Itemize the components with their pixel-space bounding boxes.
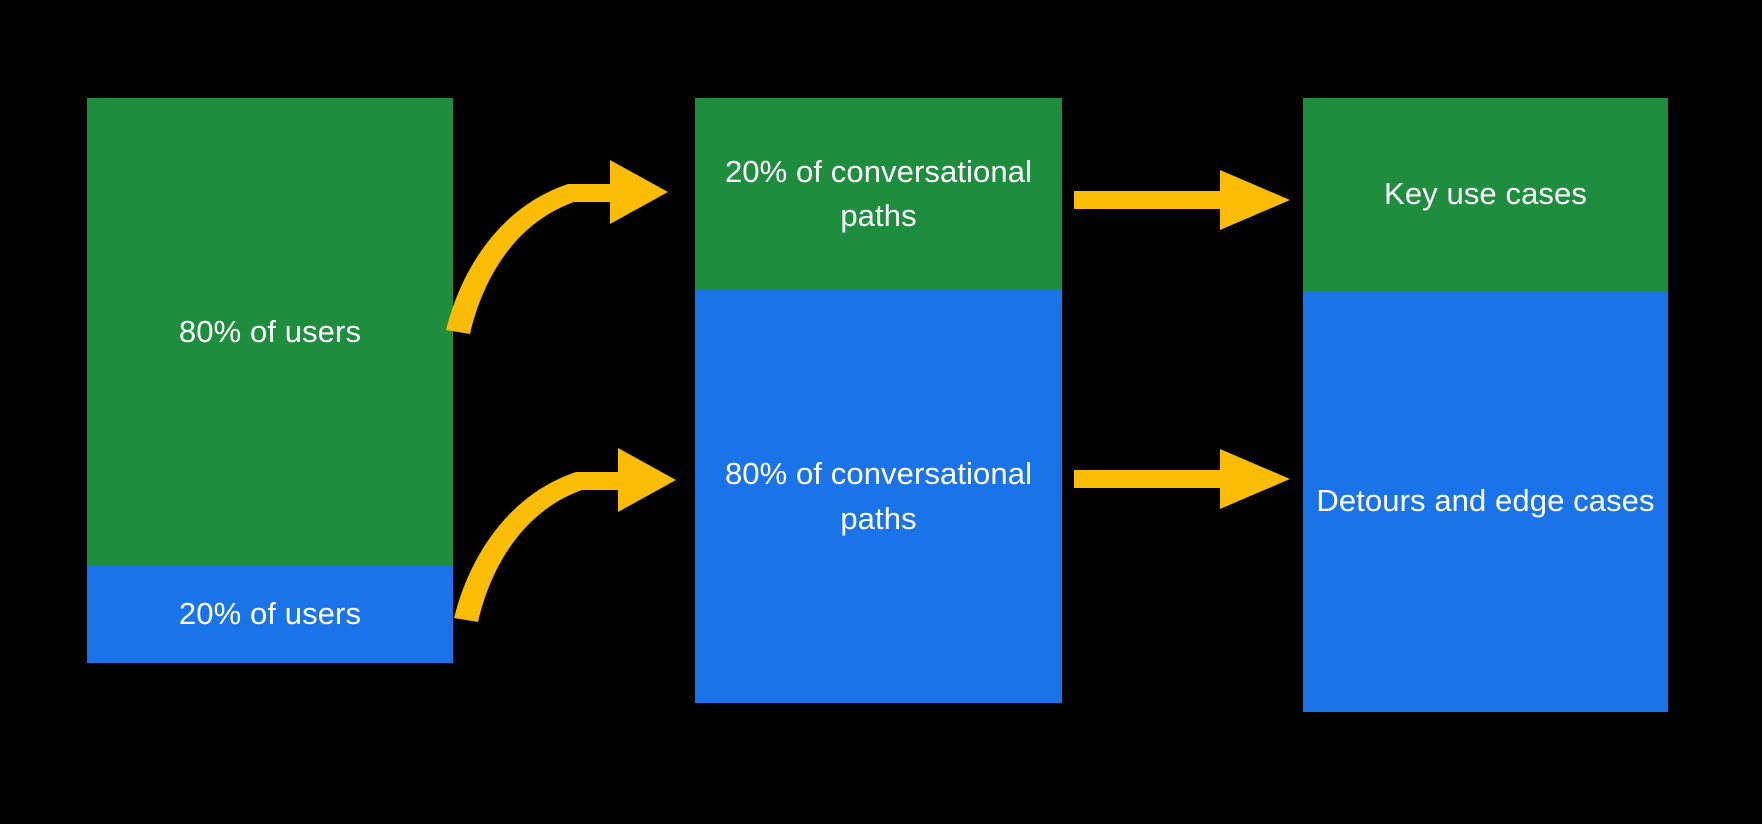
column-conversational-paths: 20% of conversational paths 80% of conve…: [695, 98, 1062, 703]
segment-label: Detours and edge cases: [1316, 483, 1655, 519]
segment-paths-majority: 80% of conversational paths: [695, 290, 1062, 703]
segment-label: 20% of conversational paths: [724, 153, 1033, 233]
segment-label: 80% of users: [178, 313, 362, 349]
column-outcomes: Key use cases Detours and edge cases: [1303, 98, 1668, 712]
segment-label: Key use cases: [1384, 176, 1587, 212]
straight-arrow-right-icon: [1074, 170, 1290, 230]
column-users: 80% of users 20% of users: [87, 98, 453, 663]
straight-arrow-right-icon: [1074, 449, 1290, 509]
curved-arrow-right-icon: [446, 160, 668, 334]
segment-users-majority: 80% of users: [87, 98, 453, 566]
segment-paths-minority: 20% of conversational paths: [695, 98, 1062, 290]
segment-label: 20% of users: [178, 596, 362, 632]
segment-detours-edge-cases: Detours and edge cases: [1303, 291, 1668, 712]
segment-key-use-cases: Key use cases: [1303, 98, 1668, 291]
curved-arrow-right-icon: [454, 448, 676, 622]
segment-users-minority: 20% of users: [87, 566, 453, 663]
segment-label: 80% of conversational paths: [724, 456, 1033, 536]
